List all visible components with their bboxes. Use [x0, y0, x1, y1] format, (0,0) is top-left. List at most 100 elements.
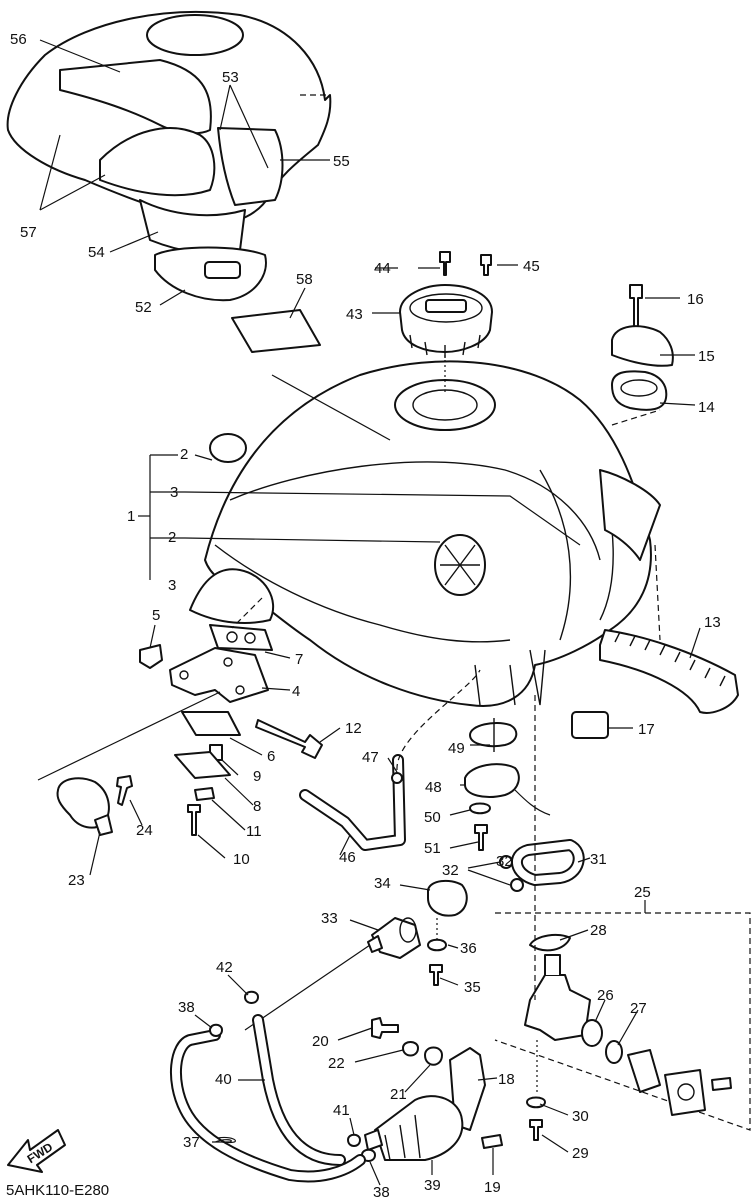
fuel-cap-assembly	[399, 251, 493, 395]
label-1: 1	[127, 508, 135, 525]
label-3a: 3	[170, 484, 178, 501]
bolt-16	[629, 284, 643, 331]
rubber-strip-13	[599, 629, 739, 714]
fuel-cap-bolt-45	[480, 254, 492, 276]
label-16: 16	[687, 291, 704, 308]
label-10: 10	[233, 851, 250, 868]
label-39: 39	[424, 1177, 441, 1194]
label-55: 55	[333, 153, 350, 170]
o-ring-27	[605, 1040, 623, 1064]
bolt-35	[429, 964, 443, 986]
breather-hoses	[299, 669, 585, 886]
label-15: 15	[698, 348, 715, 365]
bolt-10	[187, 804, 201, 836]
clip-32b	[510, 878, 524, 892]
label-12: 12	[345, 720, 362, 737]
label-46: 46	[339, 849, 356, 866]
label-45: 45	[523, 258, 540, 275]
washer-30	[526, 1096, 546, 1109]
fuel-cap	[399, 284, 493, 353]
label-6: 6	[267, 748, 275, 765]
label-56: 56	[10, 31, 27, 48]
label-27: 27	[630, 1000, 647, 1017]
label-32a: 32	[442, 862, 459, 879]
plate-48	[464, 763, 520, 798]
clip-47	[391, 772, 403, 784]
label-40: 40	[215, 1071, 232, 1088]
bracket-15	[611, 325, 674, 367]
label-48: 48	[425, 779, 442, 796]
label-36: 36	[460, 940, 477, 957]
fuel-sender-parts	[427, 718, 551, 986]
label-38a: 38	[178, 999, 195, 1016]
label-35: 35	[464, 979, 481, 996]
washer-50	[469, 802, 491, 815]
label-20: 20	[312, 1033, 329, 1050]
bolt-12	[255, 719, 323, 759]
label-30: 30	[572, 1108, 589, 1125]
label-33: 33	[321, 910, 338, 927]
washer-36	[427, 938, 447, 952]
label-2b: 2	[168, 529, 176, 546]
fuel-petcock-assembly	[494, 695, 751, 1141]
clamp-34	[427, 879, 468, 917]
label-28: 28	[590, 922, 607, 939]
label-19: 19	[484, 1179, 501, 1196]
label-44: 44	[374, 260, 391, 277]
screw-29	[529, 1119, 543, 1141]
label-8: 8	[253, 798, 261, 815]
label-23: 23	[68, 872, 85, 889]
seal-26	[581, 1019, 603, 1047]
label-25: 25	[634, 884, 651, 901]
fuel-filter-parts	[244, 917, 421, 1031]
washer-11	[194, 787, 215, 801]
grommet-22	[402, 1041, 419, 1057]
label-52: 52	[135, 299, 152, 316]
label-37: 37	[183, 1134, 200, 1151]
tank-front-lip	[189, 568, 275, 624]
label-11: 11	[246, 823, 262, 840]
tank-cover-label-plate	[231, 309, 321, 353]
plate-8	[174, 751, 231, 779]
label-47: 47	[362, 749, 379, 766]
fuel-tank-body	[204, 360, 652, 707]
fuel-pump-39	[374, 1095, 464, 1161]
label-41: 41	[333, 1102, 350, 1119]
tank-cover-inner-pocket	[99, 127, 216, 197]
fwd-arrow-icon: FWD	[7, 1129, 66, 1173]
label-31: 31	[590, 851, 607, 868]
label-2a: 2	[180, 446, 188, 463]
label-4: 4	[292, 683, 300, 700]
fuel-hoses	[169, 1014, 366, 1183]
leader-lines	[39, 39, 701, 1186]
label-53: 53	[222, 69, 239, 86]
bracket-6	[181, 711, 241, 736]
damper-21	[424, 1046, 443, 1066]
petcock-body	[524, 974, 591, 1041]
tank-cover-assembly	[6, 10, 332, 353]
petcock-cover	[664, 1069, 706, 1116]
label-13: 13	[704, 614, 721, 631]
rear-parts-right	[571, 284, 739, 739]
bracket-7	[209, 624, 273, 651]
diagram-code: 5AHK110-E280	[6, 1182, 109, 1199]
label-58: 58	[296, 271, 313, 288]
bolt-51	[474, 824, 488, 851]
tank-cover-top-opening	[146, 14, 244, 56]
fuel-tank-filler-neck	[394, 379, 496, 431]
label-29: 29	[572, 1145, 589, 1162]
label-22: 22	[328, 1055, 345, 1072]
label-18: 18	[498, 1071, 515, 1088]
label-51: 51	[424, 840, 441, 857]
filter-28	[529, 933, 571, 952]
front-mount-parts	[37, 597, 323, 836]
label-49: 49	[448, 740, 465, 757]
label-32b: 32	[496, 853, 513, 870]
damper-17	[571, 711, 609, 739]
group-25-frame	[494, 912, 751, 1131]
part-number-labels: 56 53 55 57 54 52 58 44 45 43 16 15 14 2…	[6, 31, 721, 1199]
screw-19	[481, 1134, 503, 1149]
petcock-lever	[627, 1049, 661, 1093]
label-57: 57	[20, 224, 37, 241]
